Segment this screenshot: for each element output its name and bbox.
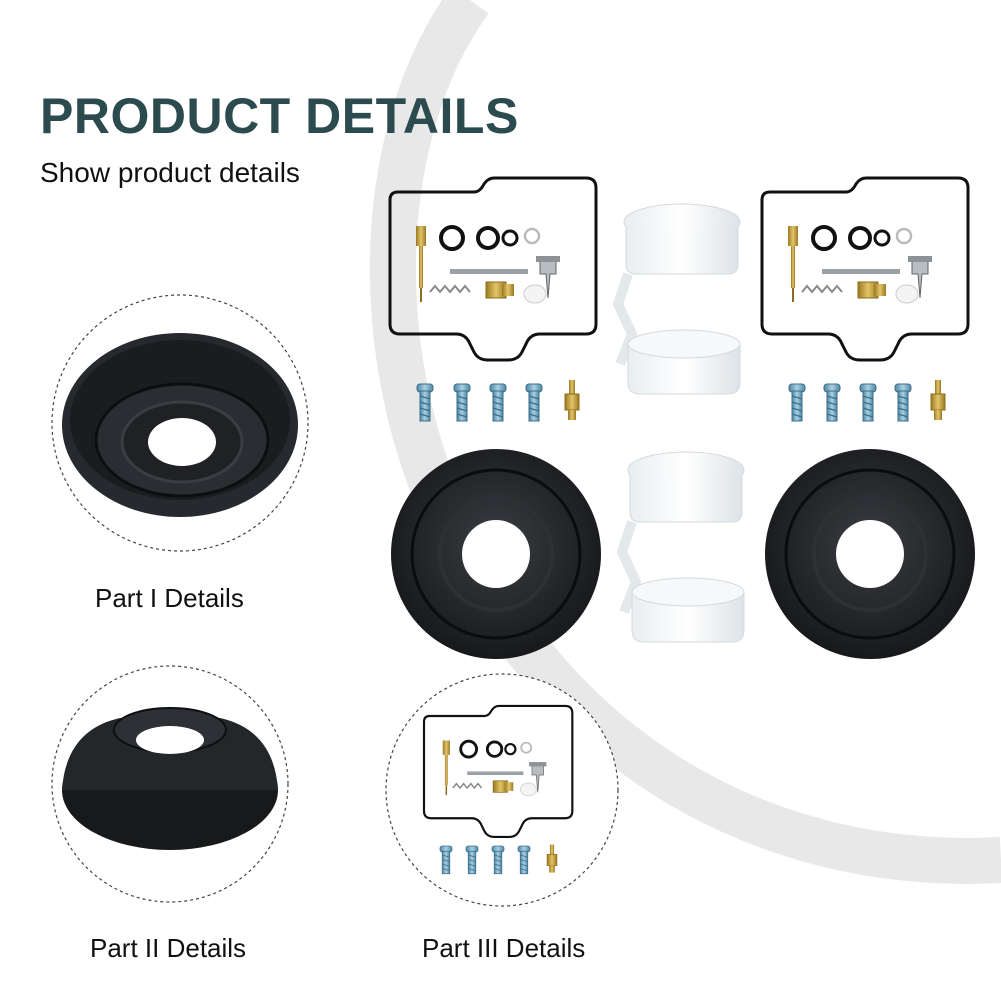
part-two-circle (51, 665, 289, 903)
diaphragm-side-view (62, 707, 278, 850)
plastic-piece-bottom (622, 452, 744, 642)
diaphragm-left (389, 447, 603, 661)
part-one-caption: Part I Details (95, 583, 244, 613)
part-three-caption: Part III Details (422, 933, 586, 963)
part-one-circle (51, 294, 309, 552)
screw-row-right (788, 379, 946, 422)
diaphragm-top-view (62, 333, 298, 517)
kit-left (388, 176, 598, 362)
part-two-caption: Part II Details (90, 933, 247, 963)
part-three-circle (385, 673, 619, 907)
kit-right (760, 176, 970, 362)
screw-row-left (416, 379, 580, 422)
diaphragm-right (763, 447, 977, 661)
page-subtitle: Show product details (40, 157, 300, 188)
page-title: PRODUCT DETAILS (40, 88, 519, 144)
plastic-piece-top (618, 204, 740, 394)
